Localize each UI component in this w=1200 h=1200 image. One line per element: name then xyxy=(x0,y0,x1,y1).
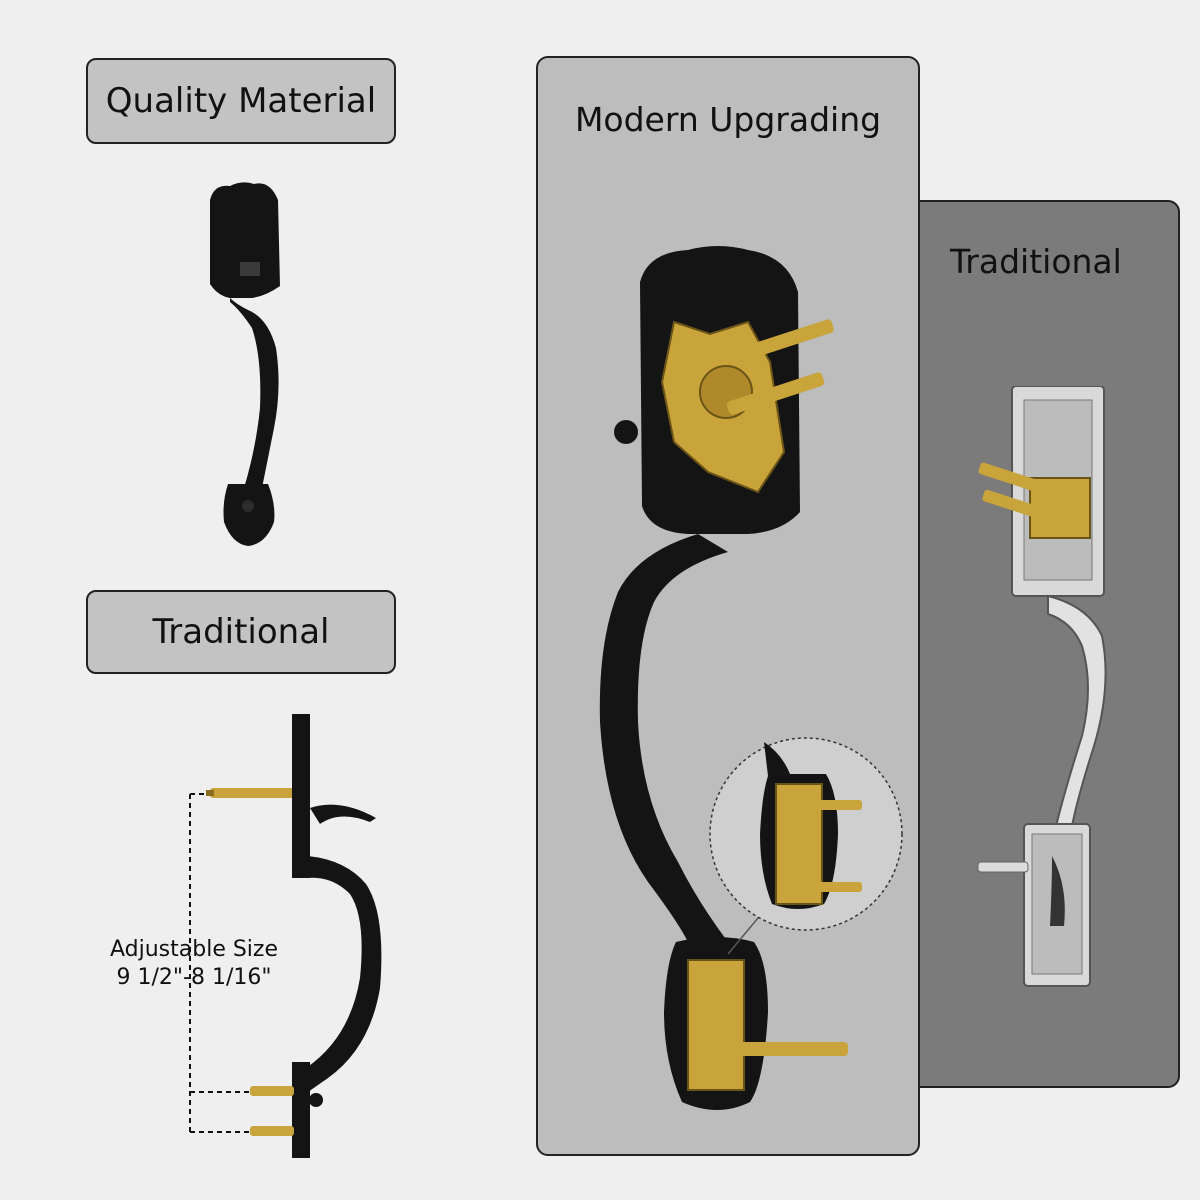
quality-material-text: Quality Material xyxy=(105,81,377,121)
adjustable-size-text: Adjustable Size 9 1/2"-8 1/16" xyxy=(96,936,292,992)
modern-upgrading-panel: Modern Upgrading xyxy=(536,56,920,1156)
adjustable-size-line1: Adjustable Size xyxy=(109,937,279,962)
quality-material-label: Quality Material xyxy=(86,58,396,144)
traditional-right-title: Traditional xyxy=(950,242,1122,281)
traditional-left-text: Traditional xyxy=(152,612,330,652)
adjustable-size-line2: 9 1/2"-8 1/16" xyxy=(116,965,272,990)
zoom-detail-circle-icon xyxy=(709,737,903,931)
modern-upgrading-title: Modern Upgrading xyxy=(574,100,882,139)
traditional-left-label: Traditional xyxy=(86,590,396,674)
traditional-panel: Traditional xyxy=(904,200,1180,1088)
black-handle-brass-mount-icon xyxy=(599,246,848,1110)
chrome-handle-icon xyxy=(977,386,1107,987)
black-handleset-icon xyxy=(210,182,280,546)
handle-side-profile-icon xyxy=(189,714,382,1158)
